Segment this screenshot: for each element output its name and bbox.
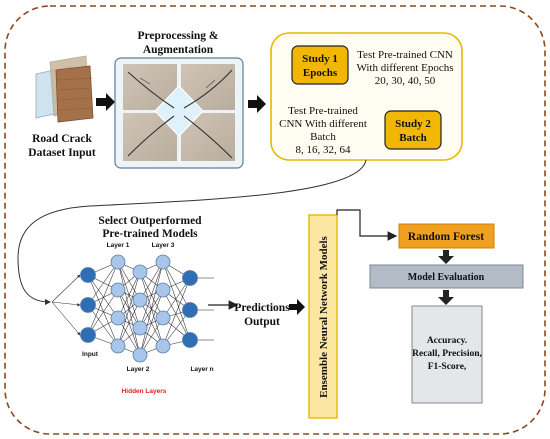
network-input-label: Input: [82, 351, 99, 358]
network-edge: [139, 261, 164, 301]
model-evaluation-box: [369, 264, 524, 289]
network-edge: [87, 261, 119, 306]
preprocessing-label-line2: Augmentation: [143, 44, 214, 56]
study2-desc-line1: Test Pre-trained: [288, 105, 358, 117]
network-input-arrow: [51, 301, 81, 307]
network-input-arrow: [51, 274, 81, 303]
network-node: [155, 338, 171, 354]
arrow-evaluation-to-metrics: [438, 290, 454, 305]
outer-dashed-frame: [4, 5, 546, 435]
study1-badge: Study 1 Epochs: [291, 45, 349, 85]
connector-studies-to-network: [17, 159, 367, 305]
network-edge: [87, 274, 119, 347]
network-hidden-label: Hidden Layers: [122, 388, 167, 395]
network-node: [80, 327, 96, 343]
metrics-line2: Recall, Precision,: [412, 349, 482, 359]
network-layern-label: Layer n: [190, 366, 213, 373]
network-node: [132, 320, 148, 336]
network-edge: [139, 289, 164, 356]
network-edge: [117, 299, 141, 347]
network-node: [80, 297, 96, 313]
study1-badge-line2: Epochs: [303, 67, 338, 79]
network-node: [155, 282, 171, 298]
arrow-dataset-to-preprocessing: [96, 93, 115, 111]
preprocessing-label-line1: Preprocessing &: [137, 30, 218, 42]
network-edge: [87, 304, 119, 347]
network-edge: [162, 261, 191, 311]
model-evaluation-label: Model Evaluation: [408, 272, 485, 283]
network-edge: [117, 271, 141, 319]
network-node: [132, 264, 148, 280]
study2-desc-line3: Batch: [310, 131, 336, 143]
network-edge: [87, 289, 119, 336]
arrow-ensemble-to-random-forest: [336, 209, 398, 241]
study1-desc-line3: 20, 30, 40, 50: [375, 75, 436, 87]
network-edge: [139, 261, 164, 356]
study2-badge-line1: Study 2: [395, 118, 431, 130]
network-edge: [87, 261, 119, 336]
network-edge: [162, 289, 191, 341]
network-edge: [162, 277, 191, 319]
select-label-line2: Pre-trained Models: [102, 228, 198, 240]
arrow-forest-to-evaluation: [438, 250, 454, 264]
network-node: [182, 302, 198, 318]
network-node: [182, 270, 198, 286]
network-edge: [139, 261, 164, 329]
network-node: [155, 310, 171, 326]
augmentation-image-grid: [114, 57, 244, 169]
arrow-preprocessing-to-studies: [248, 95, 266, 113]
dataset-images-icon: [35, 55, 94, 123]
study2-desc-line4: 8, 16, 32, 64: [296, 144, 352, 156]
metrics-box: [411, 305, 483, 404]
arrow-predictions-to-ensemble: [289, 299, 305, 315]
network-node: [110, 282, 126, 298]
network-node: [110, 254, 126, 270]
network-input-arrow: [51, 301, 81, 336]
metrics-line1: Accuracy.: [427, 336, 467, 346]
metrics-line3: F1-Score,: [428, 362, 467, 372]
ensemble-box: [308, 214, 338, 419]
network-node: [132, 347, 148, 363]
network-node: [110, 310, 126, 326]
study1-badge-line1: Study 1: [302, 53, 338, 65]
network-node: [155, 254, 171, 270]
dataset-label-line1: Road Crack: [32, 133, 92, 145]
network-edge: [117, 271, 141, 347]
study1-desc-line2: With different Epochs: [356, 62, 453, 74]
network-layer2-label: Layer 2: [127, 366, 150, 373]
dataset-label-line2: Dataset Input: [28, 147, 96, 159]
network-node: [80, 267, 96, 283]
study2-desc-line2: CNN With different: [279, 118, 367, 130]
network-layer3-label: Layer 3: [152, 242, 175, 249]
ensemble-label: Ensemble Neural Network Models: [318, 235, 330, 397]
network-layer1-label: Layer 1: [107, 242, 130, 249]
study2-badge-line2: Batch: [399, 132, 427, 144]
network-node: [132, 292, 148, 308]
predictions-label-line1: Predictions: [234, 302, 290, 314]
network-edge: [162, 261, 191, 341]
neural-network-figure: [51, 254, 214, 363]
study1-desc-line1: Test Pre-trained CNN: [357, 49, 453, 61]
network-edge: [87, 274, 119, 319]
predictions-label-line2: Output: [244, 316, 280, 328]
network-edge: [162, 277, 191, 347]
network-node: [110, 338, 126, 354]
random-forest-box: [398, 223, 495, 249]
select-label-line1: Select Outperformed: [98, 215, 202, 227]
random-forest-label: Random Forest: [408, 231, 484, 243]
network-node: [182, 332, 198, 348]
study2-badge: Study 2 Batch: [384, 110, 442, 150]
